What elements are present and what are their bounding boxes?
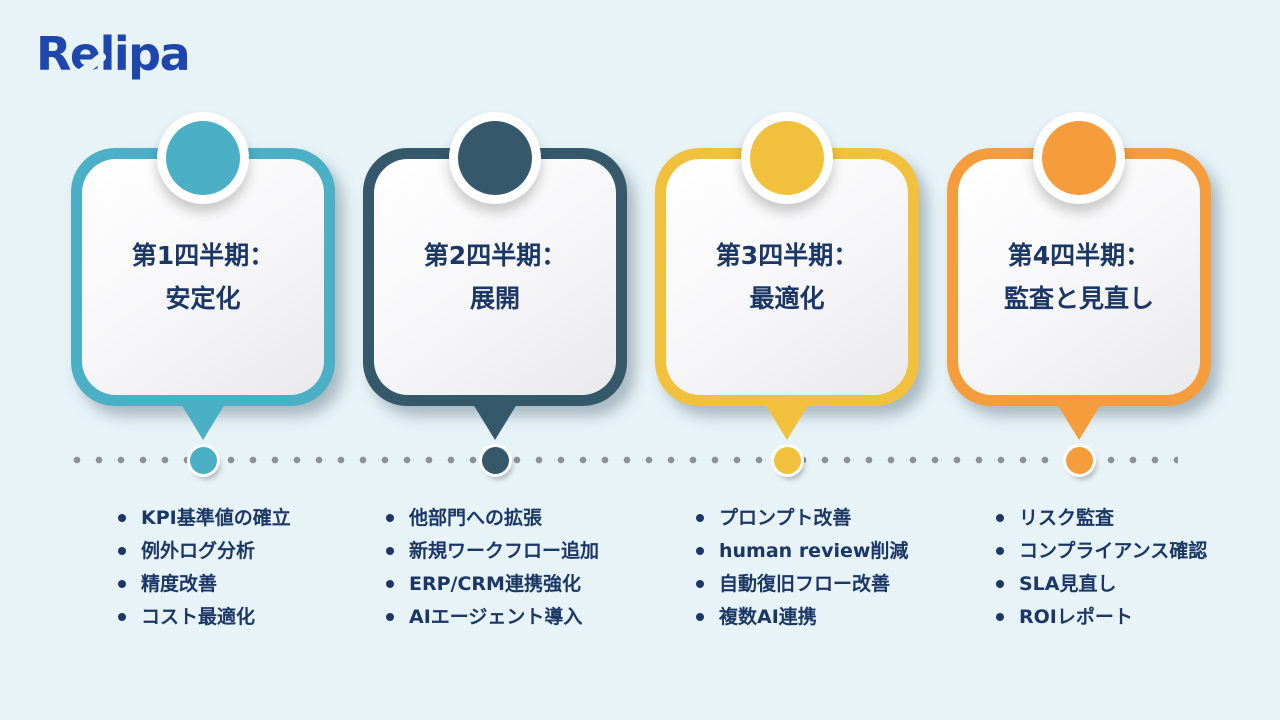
bullet-icon	[386, 613, 394, 621]
quarter-1-title: 第1四半期： 安定化	[131, 241, 275, 313]
list-item: 自動復旧フロー改善	[696, 573, 908, 595]
bullet-icon	[118, 547, 126, 555]
quarter-3-title: 第3四半期： 最適化	[715, 241, 859, 313]
quarter-2-card: 第2四半期： 展開	[363, 112, 627, 440]
list-item: SLA見直し	[996, 573, 1207, 595]
bullet-icon	[696, 514, 704, 522]
bullet-icon	[118, 613, 126, 621]
quarter-3-circle-icon	[741, 112, 833, 204]
quarter-1-pointer-icon	[181, 404, 225, 440]
bullet-icon	[118, 514, 126, 522]
quarter-3-column: 第3四半期： 最適化	[655, 112, 919, 440]
quarter-4-pointer-icon	[1057, 404, 1101, 440]
bullet-icon	[386, 514, 394, 522]
quarter-1-item-list: KPI基準値の確立 例外ログ分析 精度改善 コスト最適化	[118, 507, 291, 639]
bullet-icon	[386, 547, 394, 555]
relipa-logo-text: Relipa	[36, 27, 191, 81]
list-item: KPI基準値の確立	[118, 507, 291, 529]
quarter-2-item-list: 他部門への拡張 新規ワークフロー追加 ERP/CRM連携強化 AIエージェント導…	[386, 507, 599, 639]
list-item: AIエージェント導入	[386, 606, 599, 628]
list-item: 他部門への拡張	[386, 507, 599, 529]
bullet-icon	[996, 580, 1004, 588]
list-item: human review削減	[696, 540, 908, 562]
timeline-node-q2	[482, 447, 509, 474]
list-item: 複数AI連携	[696, 606, 908, 628]
quarter-2-circle-icon	[449, 112, 541, 204]
quarter-1-card: 第1四半期： 安定化	[71, 112, 335, 440]
quarter-3-pointer-icon	[765, 404, 809, 440]
quarter-3-item-list: プロンプト改善 human review削減 自動復旧フロー改善 複数AI連携	[696, 507, 908, 639]
list-item: リスク監査	[996, 507, 1207, 529]
bullet-icon	[996, 514, 1004, 522]
timeline-node-q1	[190, 447, 217, 474]
list-item: 精度改善	[118, 573, 291, 595]
quarter-4-item-list: リスク監査 コンプライアンス確認 SLA見直し ROIレポート	[996, 507, 1207, 639]
quarter-2-column: 第2四半期： 展開	[363, 112, 627, 440]
bullet-icon	[996, 613, 1004, 621]
bullet-icon	[996, 547, 1004, 555]
list-item: コンプライアンス確認	[996, 540, 1207, 562]
bullet-icon	[386, 580, 394, 588]
list-item: 例外ログ分析	[118, 540, 291, 562]
bullet-icon	[696, 613, 704, 621]
quarter-4-card: 第4四半期： 監査と見直し	[947, 112, 1211, 440]
timeline-node-q4	[1066, 447, 1093, 474]
list-item: プロンプト改善	[696, 507, 908, 529]
quarter-4-circle-icon	[1033, 112, 1125, 204]
list-item: 新規ワークフロー追加	[386, 540, 599, 562]
quarter-2-title: 第2四半期： 展開	[423, 241, 567, 313]
quarter-1-column: 第1四半期： 安定化	[71, 112, 335, 440]
list-item: ROIレポート	[996, 606, 1207, 628]
quarter-1-circle-icon	[157, 112, 249, 204]
timeline-dotted-line	[66, 454, 1178, 466]
bullet-icon	[696, 580, 704, 588]
list-item: コスト最適化	[118, 606, 291, 628]
bullet-icon	[118, 580, 126, 588]
list-item: ERP/CRM連携強化	[386, 573, 599, 595]
relipa-logo: Relipa	[36, 22, 236, 87]
quarter-3-card: 第3四半期： 最適化	[655, 112, 919, 440]
quarter-2-pointer-icon	[473, 404, 517, 440]
quarter-4-column: 第4四半期： 監査と見直し	[947, 112, 1211, 440]
bullet-icon	[696, 547, 704, 555]
quarter-4-title: 第4四半期： 監査と見直し	[1003, 241, 1154, 313]
timeline-node-q3	[774, 447, 801, 474]
